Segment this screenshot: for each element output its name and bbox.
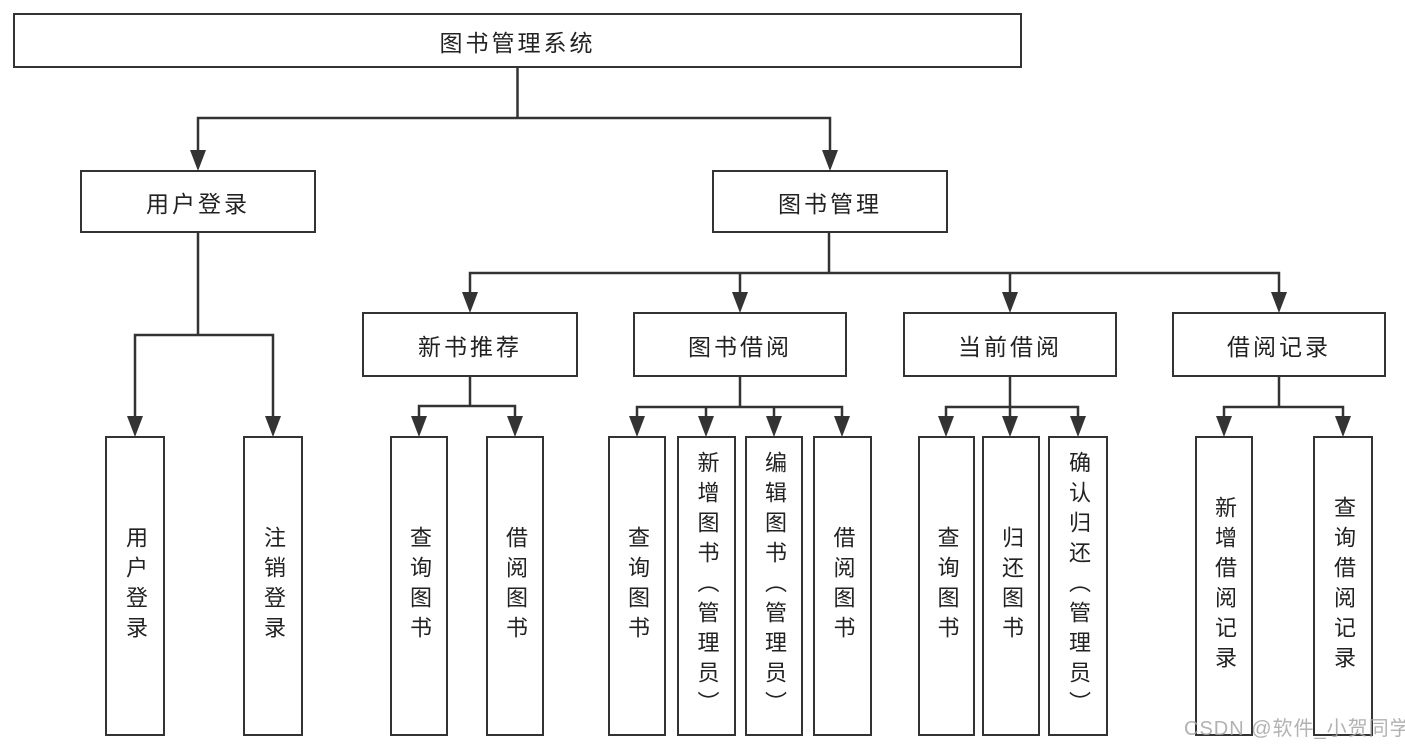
- node-root: 图书管理系统: [13, 13, 1022, 68]
- connector-user-login-children: [133, 230, 275, 419]
- node-label: 当前借阅: [958, 333, 1062, 360]
- leaf-confirm-return-admin: 确认归还（管理员）: [1048, 436, 1108, 736]
- leaf-add-book-admin: 新增图书（管理员）: [677, 436, 736, 736]
- node-current-borrow: 当前借阅: [903, 312, 1117, 377]
- node-label: 新书推荐: [418, 333, 522, 360]
- leaf-user-login: 用户登录: [105, 436, 165, 736]
- connector-borrow-record-children: [1222, 375, 1345, 420]
- leaf-logout: 注销登录: [243, 436, 303, 736]
- connector-current-borrow-children: [944, 375, 1080, 420]
- leaf-edit-book-admin: 编辑图书（管理员）: [745, 436, 803, 736]
- node-label: 编辑图书（管理员）: [762, 451, 787, 721]
- node-borrow-record: 借阅记录: [1172, 312, 1386, 377]
- node-label: 用户登录: [146, 190, 250, 217]
- node-label: 查询图书: [934, 526, 960, 646]
- leaf-query-book-current: 查询图书: [918, 436, 975, 736]
- leaf-query-book-recommend: 查询图书: [390, 436, 448, 736]
- node-label: 借阅图书: [830, 526, 856, 646]
- node-label: 归还图书: [999, 526, 1024, 646]
- node-new-book-recommend: 新书推荐: [362, 312, 578, 377]
- node-label: 查询图书: [407, 526, 432, 646]
- leaf-add-borrow-record: 新增借阅记录: [1195, 436, 1253, 736]
- node-book-management: 图书管理: [712, 170, 948, 233]
- csdn-watermark: CSDN @软件_小贺同学: [1184, 718, 1405, 740]
- node-label: 新增借阅记录: [1212, 496, 1237, 676]
- leaf-borrow-book: 借阅图书: [813, 436, 872, 736]
- connector-new-book-recommend-children: [417, 375, 517, 420]
- leaf-borrow-book-recommend: 借阅图书: [486, 436, 544, 736]
- node-user-login: 用户登录: [80, 170, 316, 233]
- leaf-query-borrow-record: 查询借阅记录: [1313, 436, 1373, 736]
- node-label: 图书管理系统: [439, 29, 596, 56]
- node-label: 注销登录: [261, 526, 286, 646]
- node-label: 借阅记录: [1227, 333, 1331, 360]
- connector-book-management-children: [468, 230, 1281, 296]
- connector-root-to-level2: [196, 65, 832, 154]
- node-label: 图书借阅: [688, 333, 792, 360]
- node-label: 查询借阅记录: [1331, 496, 1356, 676]
- leaf-query-book-borrow: 查询图书: [608, 436, 666, 736]
- node-label: 图书管理: [778, 190, 882, 217]
- leaf-return-book: 归还图书: [982, 436, 1040, 736]
- node-label: 新增图书（管理员）: [694, 451, 720, 721]
- node-label: 借阅图书: [503, 526, 528, 646]
- node-book-borrow: 图书借阅: [633, 312, 847, 377]
- connector-book-borrow-children: [635, 375, 844, 420]
- node-label: 确认归还（管理员）: [1066, 451, 1091, 721]
- node-label: 查询图书: [625, 526, 650, 646]
- node-label: 用户登录: [123, 526, 148, 646]
